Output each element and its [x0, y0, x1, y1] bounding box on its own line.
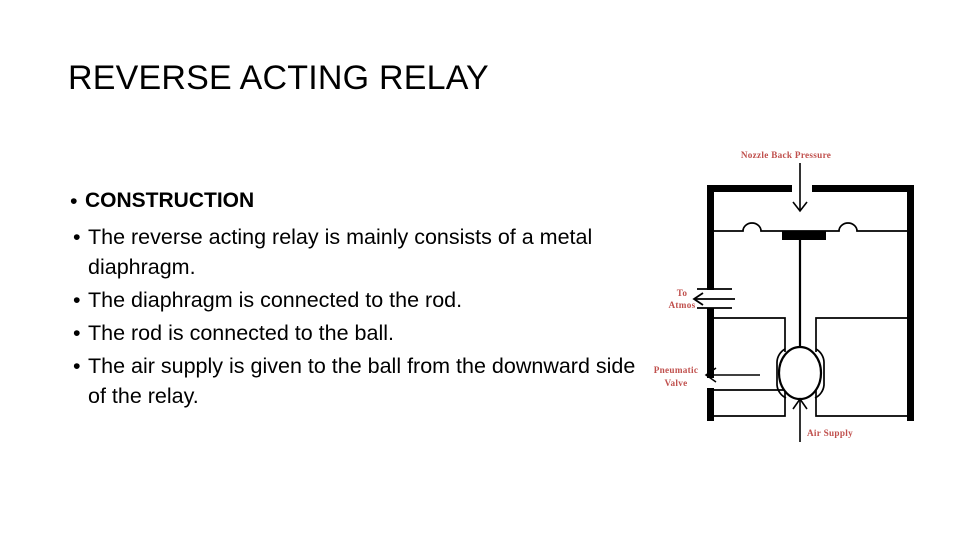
- bullet-marker: •: [73, 321, 81, 345]
- nozzle-back-pressure-arrow: [792, 163, 808, 213]
- list-item: • The air supply is given to the ball fr…: [64, 351, 640, 411]
- bullet-list: • CONSTRUCTION • The reverse acting rela…: [64, 186, 640, 411]
- pneumatic-valve-label-line2: Valve: [664, 378, 687, 388]
- bullet-marker: •: [73, 354, 81, 378]
- bullet-marker: •: [73, 225, 81, 249]
- relay-diagram: Nozzle Back Pressure: [640, 130, 960, 460]
- to-atmos-label-line2: Atmos: [668, 300, 695, 310]
- list-item: • CONSTRUCTION: [64, 186, 640, 216]
- diaphragm: [714, 222, 907, 232]
- atmos-vent-port: [695, 288, 735, 309]
- list-item: • The rod is connected to the ball.: [64, 318, 640, 348]
- pneumatic-valve-arrow: [704, 367, 760, 383]
- list-item-label: The air supply is given to the ball from…: [88, 354, 636, 408]
- ball-seat-brackets: [776, 348, 825, 399]
- housing-outer-wall: [707, 185, 914, 421]
- air-supply-arrow: [792, 397, 808, 442]
- bullet-marker: •: [70, 189, 78, 213]
- list-item-label: The diaphragm is connected to the rod.: [88, 288, 463, 312]
- air-supply-label: Air Supply: [807, 428, 853, 438]
- nozzle-back-pressure-label: Nozzle Back Pressure: [741, 150, 831, 160]
- ball: [777, 345, 823, 401]
- list-item-label: The rod is connected to the ball.: [88, 321, 394, 345]
- bullet-marker: •: [73, 288, 81, 312]
- diaphragm-center-block: [782, 231, 826, 240]
- pneumatic-valve-label-line1: Pneumatic: [654, 365, 699, 375]
- list-item-label: The reverse acting relay is mainly consi…: [88, 225, 593, 279]
- valve-seat-chambers: [714, 317, 907, 352]
- list-item-label: CONSTRUCTION: [85, 189, 255, 212]
- list-item: • The reverse acting relay is mainly con…: [64, 222, 640, 282]
- list-item: • The diaphragm is connected to the rod.: [64, 285, 640, 315]
- page-title: REVERSE ACTING RELAY: [68, 59, 489, 97]
- to-atmos-label-line1: To: [677, 288, 688, 298]
- to-atmos-arrow: [692, 292, 704, 306]
